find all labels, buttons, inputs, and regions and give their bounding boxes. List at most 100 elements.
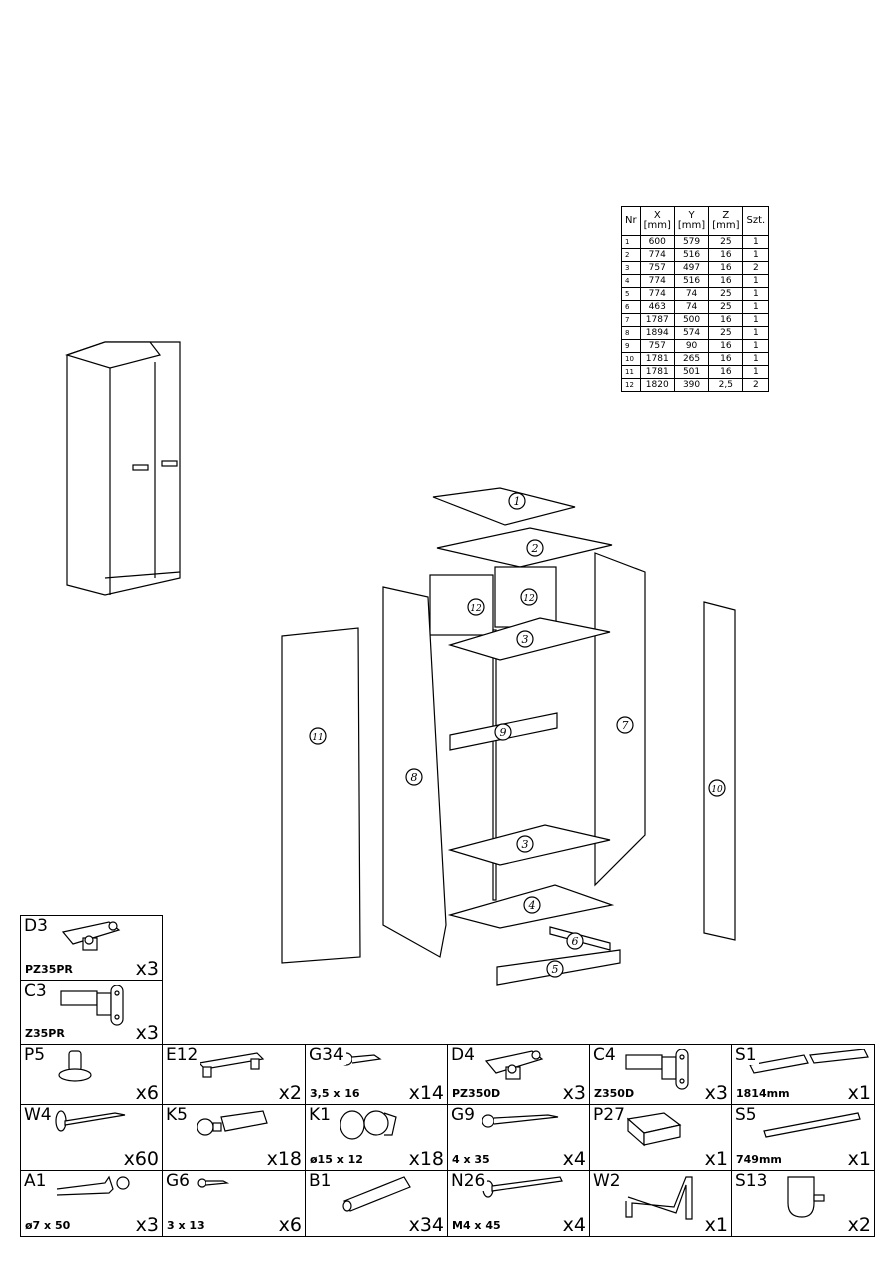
header-z: Z[mm] bbox=[708, 206, 744, 236]
header-x: X[mm] bbox=[639, 206, 675, 236]
part-quantity: x4 bbox=[562, 1214, 586, 1236]
part-number-label: 6 bbox=[572, 935, 579, 948]
part-number-label: 10 bbox=[711, 785, 723, 795]
part-number-circle bbox=[708, 779, 726, 797]
hardware-item-d4: D4 PZ350D x3 bbox=[447, 1044, 590, 1105]
part-code: K1 bbox=[309, 1105, 333, 1125]
part-number-circle bbox=[467, 598, 485, 616]
dowel-icon bbox=[340, 1175, 464, 1225]
bolt-icon bbox=[482, 1175, 606, 1225]
middle-divider bbox=[492, 629, 497, 901]
part-number-circle bbox=[494, 723, 512, 741]
hardware-item-w2: W2 x1 bbox=[589, 1170, 732, 1237]
part-11-panel bbox=[281, 627, 361, 964]
part-number-circle bbox=[523, 896, 541, 914]
part-number-circle bbox=[405, 768, 423, 786]
part-quantity: x1 bbox=[847, 1148, 871, 1170]
small-screw-icon bbox=[197, 1175, 321, 1225]
part-quantity: x34 bbox=[408, 1214, 444, 1236]
part-quantity: x3 bbox=[562, 1082, 586, 1104]
rod-holder-icon bbox=[784, 1175, 894, 1225]
hardware-item-k5: K5 x18 bbox=[162, 1104, 306, 1171]
rail-profile-icon bbox=[748, 1048, 872, 1099]
hardware-item-k1: K1 ø15 x 12 x18 bbox=[305, 1104, 448, 1171]
part-number-label: 8 bbox=[411, 771, 418, 784]
hardware-item-s5: S5 749mm x1 bbox=[731, 1104, 875, 1171]
cam-lock-icon bbox=[339, 1109, 464, 1159]
part-quantity: x60 bbox=[123, 1148, 159, 1170]
part-size: Z35PR bbox=[25, 1027, 65, 1040]
part-number-circle bbox=[526, 539, 544, 557]
part-code: G34 bbox=[309, 1045, 346, 1065]
hardware-item-b1: B1 x34 bbox=[305, 1170, 448, 1237]
part-number-label: 12 bbox=[470, 604, 482, 614]
part-quantity: x2 bbox=[847, 1214, 871, 1236]
part-size: 749mm bbox=[736, 1153, 782, 1166]
hardware-item-p5: P5 x6 bbox=[20, 1044, 163, 1105]
part-quantity: x6 bbox=[135, 1082, 159, 1104]
part-number-label: 4 bbox=[528, 899, 536, 912]
part-code: S1 bbox=[735, 1045, 759, 1065]
bracket-icon bbox=[624, 1109, 748, 1159]
part-number-circle bbox=[546, 960, 564, 978]
part-code: K5 bbox=[166, 1105, 190, 1125]
part-code: B1 bbox=[309, 1171, 334, 1191]
part-size: Z350D bbox=[594, 1087, 635, 1100]
hinge-icon bbox=[624, 1048, 748, 1099]
hinge-icon bbox=[59, 984, 183, 1035]
header-y: Y[mm] bbox=[673, 206, 710, 236]
part-number-label: 11 bbox=[312, 733, 323, 743]
hardware-item-e12: E12 x2 bbox=[162, 1044, 306, 1105]
table-cell: 1 bbox=[742, 352, 770, 366]
part-1-top bbox=[432, 487, 576, 526]
part-number-label: 3 bbox=[522, 633, 529, 646]
part-number-label: 5 bbox=[552, 963, 559, 976]
hardware-item-c3: C3 Z35PR x3 bbox=[20, 980, 163, 1045]
hardware-item-c4: C4 Z350D x3 bbox=[589, 1044, 732, 1105]
part-number-circle bbox=[616, 716, 634, 734]
part-code: N26 bbox=[451, 1171, 488, 1191]
part-quantity: x3 bbox=[135, 958, 159, 980]
table-cell: 2 bbox=[742, 378, 770, 392]
part-quantity: x3 bbox=[135, 1214, 159, 1236]
part-quantity: x14 bbox=[408, 1082, 444, 1104]
part-size: M4 x 45 bbox=[452, 1219, 501, 1232]
hardware-item-n26: N26 M4 x 45 x4 bbox=[447, 1170, 590, 1237]
part-number-label: 3 bbox=[522, 838, 529, 851]
part-size: PZ35PR bbox=[25, 963, 73, 976]
part-size: PZ350D bbox=[452, 1087, 501, 1100]
part-quantity: x1 bbox=[704, 1214, 728, 1236]
cam-bolt-icon bbox=[196, 1109, 321, 1159]
table-header: Nr X[mm] Y[mm] Z[mm] Szt. bbox=[621, 206, 770, 236]
hardware-item-s1: S1 1814mm x1 bbox=[731, 1044, 875, 1105]
part-code: E12 bbox=[166, 1045, 201, 1065]
part-code: D4 bbox=[451, 1045, 477, 1065]
hardware-item-a1: A1 ø7 x 50 x3 bbox=[20, 1170, 163, 1237]
part-code: W2 bbox=[593, 1171, 623, 1191]
part-code: P5 bbox=[24, 1045, 48, 1065]
part-size: 3,5 x 16 bbox=[310, 1087, 360, 1100]
furniture-foot-icon bbox=[55, 1049, 179, 1099]
hardware-item-g9: G9 4 x 35 x4 bbox=[447, 1104, 590, 1171]
part-code: A1 bbox=[24, 1171, 49, 1191]
part-number-circle bbox=[516, 630, 534, 648]
part-quantity: x4 bbox=[562, 1148, 586, 1170]
part-code: G9 bbox=[451, 1105, 477, 1125]
part-code: S5 bbox=[735, 1105, 759, 1125]
nail-icon bbox=[55, 1109, 179, 1159]
part-size: ø15 x 12 bbox=[310, 1153, 363, 1166]
part-number-label: 9 bbox=[500, 726, 507, 739]
hardware-item-w4: W4 x60 bbox=[20, 1104, 163, 1171]
part-number-label: 2 bbox=[531, 542, 539, 555]
hardware-item-d3: D3 PZ35PR x3 bbox=[20, 915, 163, 981]
part-quantity: x1 bbox=[847, 1082, 871, 1104]
hardware-item-g6: G6 3 x 13 x6 bbox=[162, 1170, 306, 1237]
part-size: 1814mm bbox=[736, 1087, 790, 1100]
part-quantity: x6 bbox=[278, 1214, 302, 1236]
